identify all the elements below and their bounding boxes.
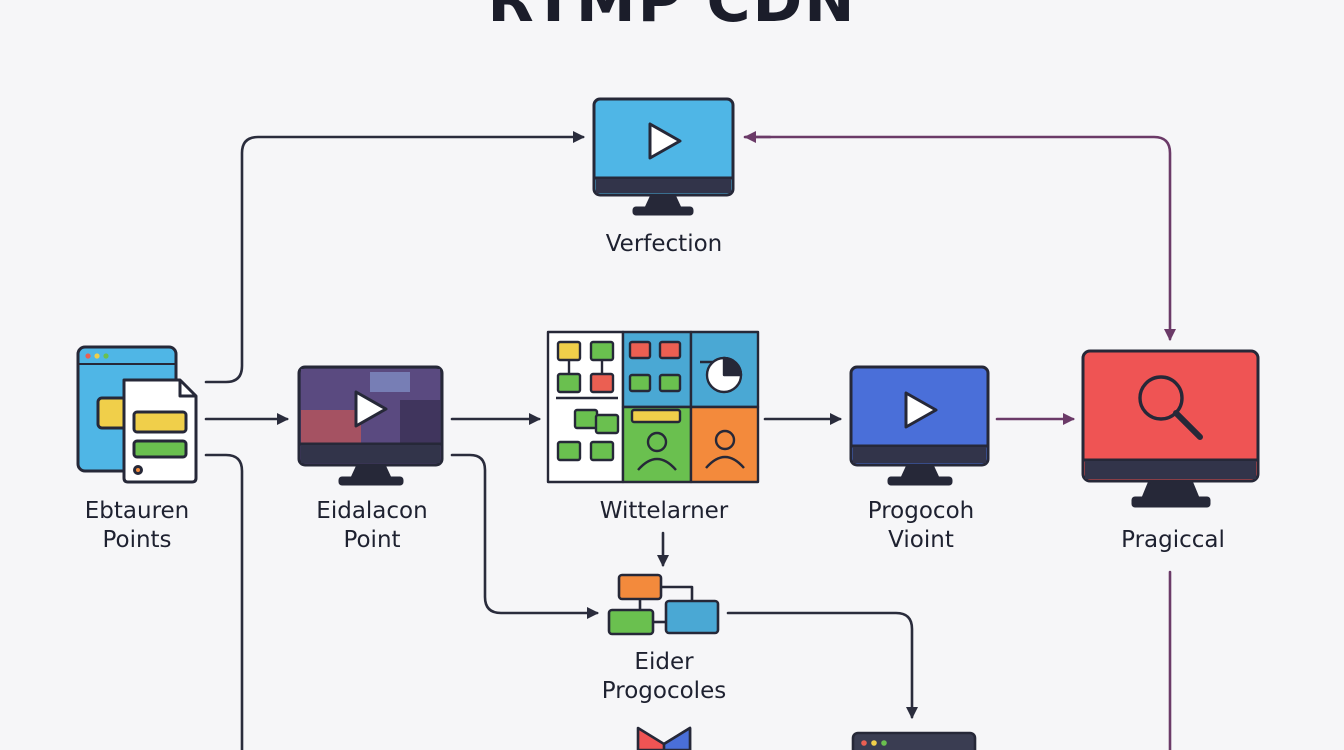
search-icon <box>1138 375 1203 440</box>
eidalacon-monitor-icon <box>297 365 444 486</box>
pragiccal-monitor-icon <box>1081 349 1260 508</box>
edge-ebtauren-to-verfection <box>204 131 585 384</box>
verfection-monitor-icon <box>592 97 735 216</box>
wittelarner-label: Wittelarner <box>599 498 729 524</box>
wittelarner-dashboard-icon <box>546 330 760 484</box>
ebtauren-label: Ebtauren Points <box>84 498 190 553</box>
verfection-label: Verfection <box>605 231 723 257</box>
edge-eidalacon-to-eider <box>450 453 599 619</box>
edge-eider-down <box>726 611 918 719</box>
bottom-partial-window-icon <box>851 731 977 750</box>
progocoh-label: Progocoh Vioint <box>867 498 975 553</box>
edge-verfection-pragiccal <box>743 135 1176 341</box>
play-icon <box>904 391 938 429</box>
ebtauren-icon <box>76 345 198 484</box>
diagram-title: RTMP CDN <box>487 0 857 36</box>
eider-label: Eider Progocoles <box>601 649 727 704</box>
bottom-partial-bookmark-icon <box>636 726 692 750</box>
pragiccal-label: Pragiccal <box>1121 527 1225 553</box>
progocoh-monitor-icon <box>849 365 990 486</box>
edge-ebtauren-down <box>204 453 244 750</box>
play-icon <box>648 122 682 160</box>
eidalacon-label: Eidalacon Point <box>316 498 428 553</box>
play-icon <box>354 390 388 428</box>
eider-flowchart-icon <box>607 573 720 636</box>
